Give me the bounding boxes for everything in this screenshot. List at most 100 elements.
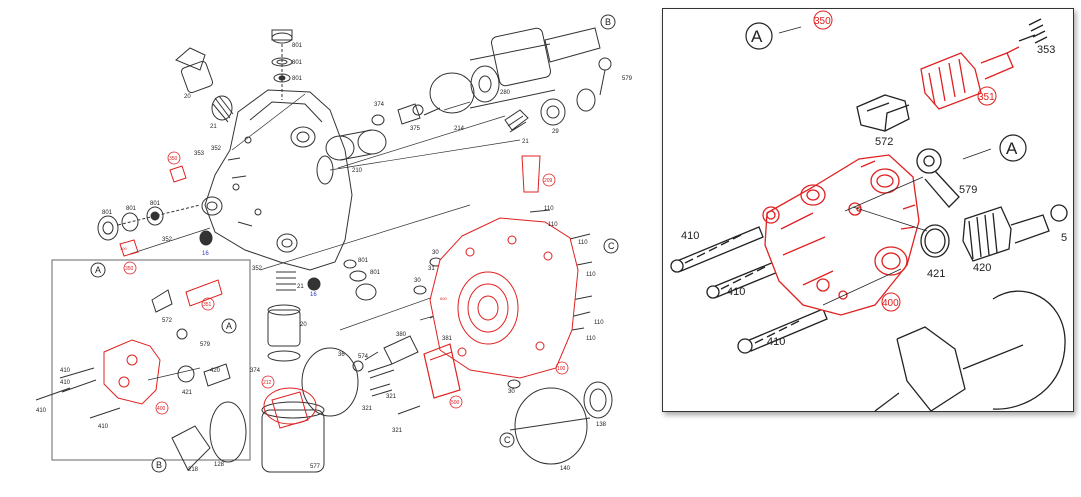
label-375: 375	[410, 126, 421, 132]
label-801: 801	[358, 258, 369, 264]
label-21: 21	[297, 284, 304, 290]
label-b-top: B	[605, 17, 611, 27]
label-c-right: C	[608, 241, 615, 251]
part-420	[962, 204, 1068, 262]
label-138: 138	[596, 422, 607, 428]
label-801: 801	[150, 201, 161, 207]
label-31: 31	[428, 266, 435, 272]
lug-579	[598, 57, 612, 96]
drive-shaft	[429, 27, 601, 114]
label-218: 218	[188, 467, 199, 473]
leader-421	[852, 206, 928, 232]
rings-30	[413, 257, 521, 389]
label-21: 21	[522, 139, 529, 145]
inset-label-a-top: A	[751, 27, 763, 46]
main-red-circles	[123, 151, 569, 415]
label-801: 801	[370, 270, 381, 276]
label-380: 380	[396, 332, 407, 338]
label-30: 30	[508, 389, 515, 395]
inset-label-a-right: A	[1006, 139, 1018, 158]
label-21: 21	[210, 124, 217, 130]
lower-ring	[992, 290, 1066, 410]
main-circle-markers	[90, 14, 619, 473]
label-b-bottom: B	[156, 460, 162, 470]
label-801: 801	[292, 43, 303, 49]
inset-circle-400	[881, 292, 901, 312]
label-351: 351	[203, 302, 212, 308]
label-352: 352	[211, 146, 222, 152]
label-20: 20	[184, 94, 191, 100]
label-350: 350	[125, 266, 134, 272]
inset-marker-a-right	[999, 134, 1027, 162]
label-410: 410	[36, 408, 47, 414]
inset-marker-a-top	[745, 22, 773, 50]
label-140: 140	[560, 466, 571, 472]
main-red-labels: 350 350 351 209 100 500 212 400 300 600	[120, 156, 566, 412]
label-574: 574	[358, 354, 369, 360]
part-351	[920, 46, 1020, 110]
screws-321	[367, 363, 421, 415]
inset-label-410c: 410	[767, 336, 785, 348]
label-579: 579	[200, 342, 211, 348]
inset-label-410b: 410	[727, 286, 745, 298]
inset-label-579: 579	[959, 184, 977, 196]
part-353	[1028, 18, 1048, 44]
label-110: 110	[548, 222, 558, 228]
label-801: 801	[102, 210, 113, 216]
label-16: 16	[310, 292, 317, 298]
label-600: 600	[440, 296, 447, 301]
top-ring-stack	[271, 29, 293, 100]
label-110: 110	[586, 336, 596, 342]
label-353: 353	[194, 151, 205, 157]
label-801: 801	[292, 76, 303, 82]
label-801: 801	[292, 60, 303, 66]
inset-label-410a: 410	[681, 230, 699, 242]
label-100: 100	[557, 366, 566, 372]
label-374: 374	[250, 368, 261, 374]
fitting-375	[371, 103, 441, 126]
inset-label-421: 421	[927, 268, 945, 280]
label-214: 214	[454, 126, 465, 132]
pump-housing	[201, 89, 353, 271]
label-321: 321	[392, 428, 403, 434]
label-209: 209	[544, 178, 553, 184]
lower-seals	[171, 347, 359, 473]
part-421	[920, 224, 950, 258]
label-212: 212	[263, 380, 272, 386]
label-400: 400	[157, 406, 166, 412]
leader-a-top	[778, 26, 802, 34]
screws-110	[529, 209, 593, 333]
label-410: 410	[98, 424, 109, 430]
inset-label-572: 572	[875, 136, 893, 148]
label-350: 350	[169, 156, 178, 162]
inset-circle-351	[977, 86, 997, 106]
label-110: 110	[586, 272, 596, 278]
ring-stack-right	[343, 259, 377, 301]
label-381: 381	[442, 336, 453, 342]
bottom-ring-140	[509, 381, 613, 465]
lower-seal	[896, 326, 966, 411]
label-577: 577	[310, 464, 321, 470]
label-801: 801	[126, 206, 137, 212]
spring-ring-set	[504, 88, 596, 133]
label-500: 500	[451, 400, 460, 406]
label-36: 36	[338, 352, 345, 358]
inset-label-5: 5	[1061, 232, 1067, 244]
label-110: 110	[578, 240, 588, 246]
label-321: 321	[386, 394, 397, 400]
sleeve-210	[325, 129, 521, 171]
label-374: 374	[374, 102, 385, 108]
label-30: 30	[432, 250, 439, 256]
box-a-parts	[35, 279, 231, 419]
label-110: 110	[544, 206, 554, 212]
inset-label-420: 420	[973, 262, 991, 274]
label-a-box: A	[95, 265, 101, 275]
part-400	[762, 154, 920, 316]
leader-a-right	[962, 148, 992, 160]
label-572: 572	[162, 318, 173, 324]
leader-579	[844, 176, 924, 212]
label-421: 421	[182, 390, 193, 396]
inset-label-400: 400	[882, 298, 899, 309]
part-410-screws	[670, 226, 828, 354]
